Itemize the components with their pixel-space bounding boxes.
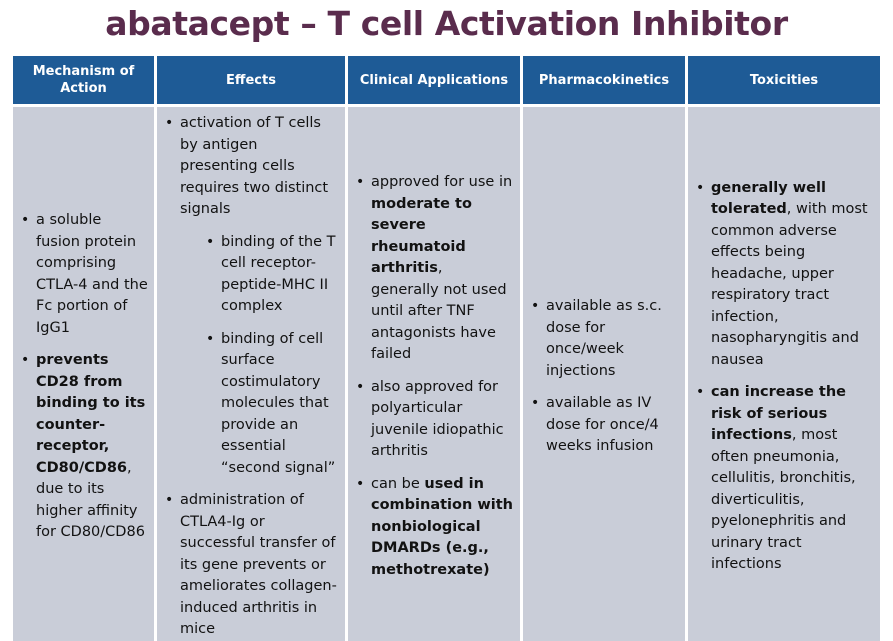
bullet-text: approved for use in [371,174,513,191]
column-header-mechanism-of-action: Mechanism of Action [13,56,157,107]
cell-pharmacokinetics: • available as s.c. dose for once/week in… [523,107,688,641]
page-title: abatacept – T cell Activation Inhibitor [105,4,788,43]
bullet-text: administration of CTLA4-Ig or successful… [180,492,337,637]
sub-list-item: • binding of the T cell receptor-peptide-… [204,232,339,318]
list-item: • can increase the risk of serious infect… [694,382,874,576]
column-header-clinical-applications: Clinical Applications [348,56,523,107]
cell-clinical-applications: • approved for use in moderate to severe … [348,107,523,641]
bullet-text: , generally not used until after TNF ant… [371,260,507,363]
bullet-point-icon: • [356,475,365,492]
bullet-point-icon: • [206,233,215,250]
bullet-list: • approved for use in moderate to severe … [354,172,514,581]
list-item: • generally well tolerated, with most com… [694,178,874,372]
bullet-text: , most often pneumonia, cellulitis, bron… [711,427,856,573]
bullet-text: also approved for polyarticular juvenile… [371,378,504,460]
cell-content-pharmacokinetics: • available as s.c. dose for once/week in… [523,107,685,641]
bullet-text: available as IV dose for once/4 weeks in… [546,395,659,454]
cell-content-mechanism-of-action: • a soluble fusion protein comprising CTL… [13,107,154,641]
bullet-text-emphasis: used in combination with nonbiological D… [371,475,513,578]
bullet-text: , with most common adverse effects being… [711,201,868,368]
bullet-point-icon: • [206,330,215,347]
bullet-point-icon: • [531,395,540,411]
bullet-text-emphasis: generally well tolerated [711,179,826,218]
bullet-point-icon: • [696,384,705,401]
cell-content-clinical-applications: • approved for use in moderate to severe … [348,107,520,641]
bullet-text-emphasis: moderate to severe rheumatoid arthritis [371,195,472,277]
bullet-point-icon: • [356,378,365,395]
column-header-toxicities: Toxicities [688,56,880,107]
bullet-point-icon: • [21,212,30,228]
bullet-list: • generally well tolerated, with most com… [694,178,874,576]
bullet-text: , due to its higher affinity for CD80/CD… [36,459,145,541]
bullet-list: • activation of T cells by antigen presen… [163,113,339,641]
column-header-effects: Effects [157,56,348,107]
table-header-row: Mechanism of Action Effects Clinical App… [13,56,880,107]
bullet-text: a soluble fusion protein comprising CTLA… [36,212,148,336]
bullet-text-emphasis: can increase the risk of serious infecti… [711,384,847,444]
bullet-point-icon: • [21,352,30,368]
bullet-list: • a soluble fusion protein comprising CTL… [19,210,148,544]
drug-comparison-table: Mechanism of Action Effects Clinical App… [13,56,880,641]
bullet-point-icon: • [165,115,174,131]
cell-content-effects: • activation of T cells by antigen presen… [157,107,345,641]
list-item: • prevents CD28 from binding to its count… [19,350,148,544]
bullet-text: available as s.c. dose for once/week inj… [546,298,662,379]
column-header-pharmacokinetics: Pharmacokinetics [523,56,688,107]
list-item: • administration of CTLA4-Ig or successfu… [163,490,339,641]
bullet-point-icon: • [696,179,705,196]
bullet-point-icon: • [531,298,540,314]
table-body-row: • a soluble fusion protein comprising CTL… [13,107,880,641]
bullet-list: • available as s.c. dose for once/week in… [529,296,679,458]
cell-mechanism-of-action: • a soluble fusion protein comprising CTL… [13,107,157,641]
bullet-text: activation of T cells by antigen present… [180,115,329,217]
list-item: • available as s.c. dose for once/week in… [529,296,679,382]
bullet-point-icon: • [165,492,174,508]
bullet-text-emphasis: prevents CD28 from binding to its counte… [36,352,146,476]
bullet-text: binding of the T cell receptor-peptide-M… [221,233,336,315]
list-item: • available as IV dose for once/4 weeks i… [529,393,679,458]
list-item: • can be used in combination with nonbiol… [354,474,514,582]
sub-list-item: • binding of cell surface costimulatory m… [204,329,339,480]
cell-toxicities: • generally well tolerated, with most com… [688,107,880,641]
cell-effects: • activation of T cells by antigen presen… [157,107,348,641]
bullet-text: can be [371,475,425,492]
list-item: • also approved for polyarticular juvenil… [354,377,514,463]
list-item: • approved for use in moderate to severe … [354,172,514,366]
bullet-point-icon: • [356,174,365,191]
bullet-text: binding of cell surface costimulatory mo… [221,330,336,476]
list-item: • activation of T cells by antigen presen… [163,113,339,479]
sub-bullet-list: • binding of the T cell receptor-peptide-… [180,232,339,480]
cell-content-toxicities: • generally well tolerated, with most com… [688,107,880,641]
list-item: • a soluble fusion protein comprising CTL… [19,210,148,339]
